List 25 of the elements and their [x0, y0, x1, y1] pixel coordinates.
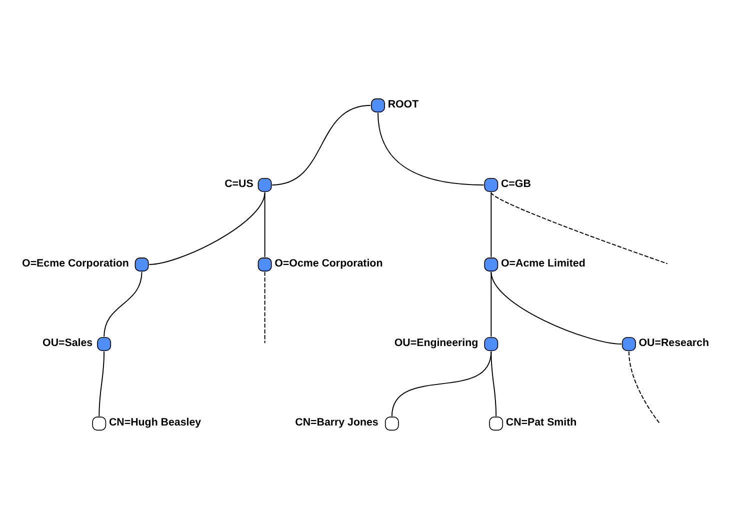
node-label: CN=Hugh Beasley — [108, 416, 202, 428]
connector — [490, 350, 497, 416]
connector — [148, 191, 266, 264]
node-label: O=Ocme Corporation — [274, 256, 383, 269]
connector — [490, 270, 492, 337]
node-label: O=Acme Limited — [500, 256, 586, 269]
node-label: C=US — [224, 177, 254, 190]
node-label: CN=Pat Smith — [506, 416, 577, 428]
node-label: C=GB — [500, 177, 531, 190]
connector — [377, 112, 484, 185]
node-label: O=Ecme Corporation — [22, 256, 129, 269]
node-label: OU=Engineering — [394, 336, 478, 349]
connector — [98, 350, 105, 416]
connector — [272, 104, 372, 185]
connector — [628, 350, 660, 423]
node-label: ROOT — [388, 98, 419, 110]
connector — [490, 270, 622, 344]
node-label: CN=Barry Jones — [295, 416, 378, 428]
connector — [490, 191, 492, 258]
node-label: OU=Sales — [42, 336, 93, 349]
connector — [264, 191, 266, 258]
connector — [490, 191, 668, 264]
connector — [264, 270, 266, 344]
connector — [104, 270, 142, 337]
node-label: OU=Research — [638, 336, 709, 349]
